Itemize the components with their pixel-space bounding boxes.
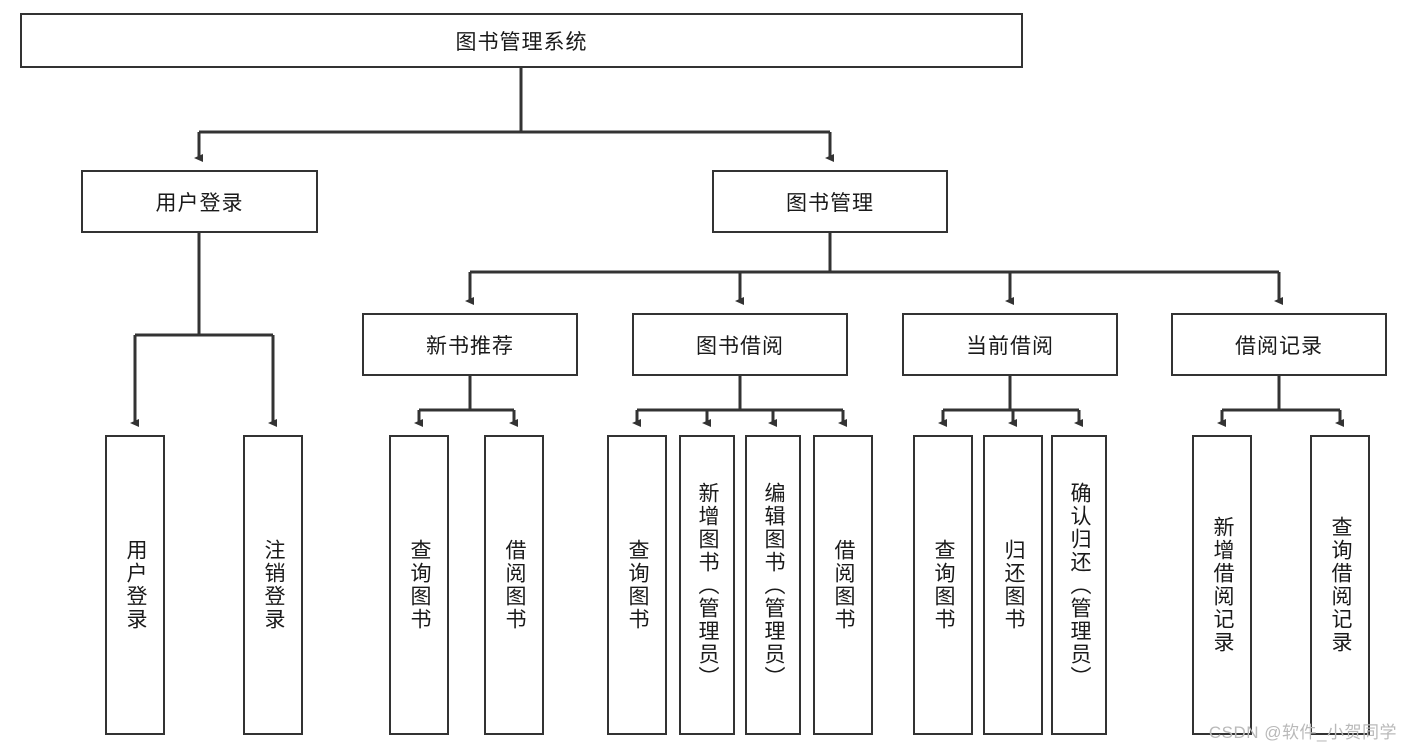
node-label: 新书推荐 xyxy=(426,334,514,358)
leaf-node[interactable]: 查询图书 xyxy=(607,435,667,735)
leaf-node[interactable]: 注销登录 xyxy=(243,435,303,735)
leaf-node[interactable]: 查询图书 xyxy=(913,435,973,735)
leaf-node[interactable]: 查询借阅记录 xyxy=(1310,435,1370,735)
node-label: 当前借阅 xyxy=(966,334,1054,358)
node-new-book-recommendation[interactable]: 新书推荐 xyxy=(362,313,578,376)
node-label: 用户登录 xyxy=(155,191,244,215)
node-label: 借阅图书 xyxy=(832,539,856,631)
leaf-node[interactable]: 借阅图书 xyxy=(813,435,873,735)
node-label: 查询借阅记录 xyxy=(1329,516,1353,654)
leaf-node[interactable]: 新增借阅记录 xyxy=(1192,435,1252,735)
node-label: 编辑图书（管理员） xyxy=(762,481,786,689)
node-label: 确认归还（管理员） xyxy=(1068,481,1092,689)
leaf-node[interactable]: 归还图书 xyxy=(983,435,1043,735)
node-user-login[interactable]: 用户登录 xyxy=(81,170,318,233)
node-label: 图书借阅 xyxy=(696,334,784,358)
node-label: 注销登录 xyxy=(262,539,286,631)
node-label: 图书管理 xyxy=(786,191,874,215)
node-label: 借阅记录 xyxy=(1235,334,1323,358)
node-current-borrow[interactable]: 当前借阅 xyxy=(902,313,1118,376)
leaf-node[interactable]: 新增图书（管理员） xyxy=(679,435,735,735)
node-borrow-records[interactable]: 借阅记录 xyxy=(1171,313,1387,376)
csdn-watermark: CSDN @软件_小贺同学 xyxy=(1208,723,1397,742)
node-label: 借阅图书 xyxy=(503,539,527,631)
node-label: 查询图书 xyxy=(932,539,956,631)
node-label: 归还图书 xyxy=(1002,539,1026,631)
node-label: 用户登录 xyxy=(124,539,148,631)
node-label: 查询图书 xyxy=(408,539,432,631)
node-label: 查询图书 xyxy=(626,539,650,631)
node-label: 新增图书（管理员） xyxy=(696,481,720,689)
node-root-system[interactable]: 图书管理系统 xyxy=(20,13,1023,68)
leaf-node[interactable]: 编辑图书（管理员） xyxy=(745,435,801,735)
node-label: 图书管理系统 xyxy=(455,30,588,54)
leaf-node[interactable]: 查询图书 xyxy=(389,435,449,735)
node-book-borrow[interactable]: 图书借阅 xyxy=(632,313,848,376)
node-book-management[interactable]: 图书管理 xyxy=(712,170,948,233)
leaf-node[interactable]: 用户登录 xyxy=(105,435,165,735)
leaf-node[interactable]: 确认归还（管理员） xyxy=(1051,435,1107,735)
node-label: 新增借阅记录 xyxy=(1211,516,1235,654)
leaf-node[interactable]: 借阅图书 xyxy=(484,435,544,735)
